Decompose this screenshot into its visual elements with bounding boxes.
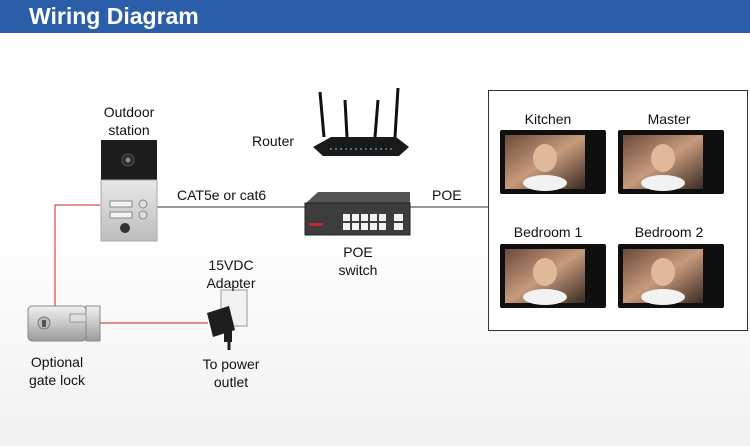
poe-switch bbox=[304, 192, 411, 236]
adapter-label: 15VDC Adapter bbox=[206, 257, 256, 291]
power-adapter bbox=[207, 289, 248, 350]
router-antenna-3 bbox=[373, 99, 380, 138]
gate-lock-label: Optional gate lock bbox=[28, 354, 86, 388]
router bbox=[313, 87, 409, 156]
switch-ports bbox=[343, 214, 403, 230]
cable-label: CAT5e or cat6 bbox=[177, 187, 267, 203]
outdoor-station bbox=[100, 140, 158, 242]
router-antenna-4 bbox=[393, 87, 400, 138]
monitor-kitchen bbox=[500, 130, 606, 194]
lock-strike bbox=[85, 305, 101, 342]
call-button-2 bbox=[109, 211, 133, 219]
monitor-label-bedroom-2: Bedroom 2 bbox=[634, 224, 704, 240]
call-button-1 bbox=[109, 200, 133, 208]
monitor-label-bedroom-1: Bedroom 1 bbox=[513, 224, 583, 240]
monitor-label-kitchen: Kitchen bbox=[524, 111, 572, 127]
gate-lock bbox=[27, 305, 101, 342]
monitor-label-master: Master bbox=[647, 111, 691, 127]
router-antenna-1 bbox=[318, 91, 326, 138]
poe-switch-label: POE switch bbox=[338, 244, 378, 278]
power-outlet-label: To power outlet bbox=[202, 356, 260, 390]
router-body bbox=[313, 137, 409, 156]
page-title: Wiring Diagram bbox=[29, 3, 199, 29]
card-reader-icon bbox=[120, 223, 130, 233]
monitor-bedroom-2 bbox=[618, 244, 724, 308]
station-button-panel bbox=[100, 179, 158, 242]
outdoor-station-label: Outdoor station bbox=[103, 104, 155, 138]
router-label: Router bbox=[252, 133, 295, 149]
header-bar: Wiring Diagram bbox=[0, 0, 750, 33]
lock-wire bbox=[54, 204, 100, 323]
lock-body bbox=[27, 305, 87, 342]
router-antenna-2 bbox=[343, 99, 349, 138]
poe-cable-label: POE bbox=[432, 187, 462, 203]
monitor-bedroom-1 bbox=[500, 244, 606, 308]
monitor-master bbox=[618, 130, 724, 194]
